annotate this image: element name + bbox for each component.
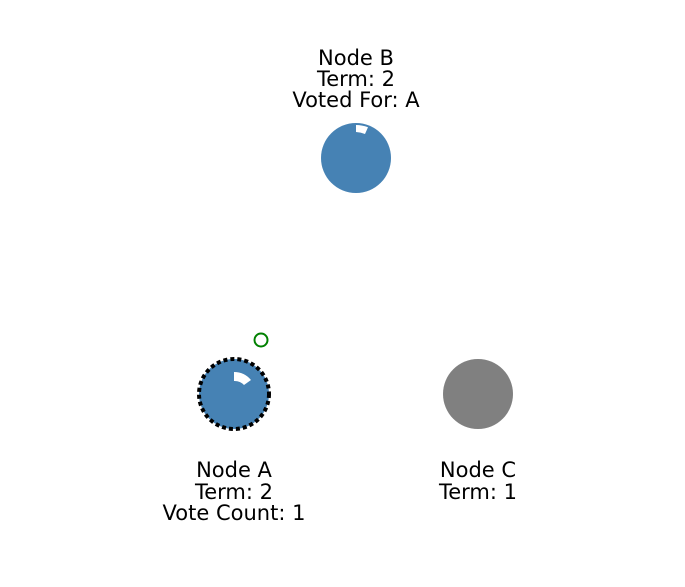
node-b[interactable] <box>321 123 391 193</box>
election-timer-icon <box>356 125 368 134</box>
node-b-term: Term: 2 <box>316 67 395 91</box>
node-c-name: Node C <box>440 458 516 482</box>
node-c[interactable] <box>443 359 513 429</box>
election-timer-icon <box>234 371 251 385</box>
node-a-vote-count: Vote Count: 1 <box>163 501 306 525</box>
node-a-circle[interactable] <box>197 357 271 431</box>
node-a[interactable] <box>197 357 271 431</box>
node-a-label: Node A Term: 2 Vote Count: 1 <box>163 458 306 525</box>
node-b-name: Node B <box>318 46 394 70</box>
node-c-label: Node C Term: 1 <box>438 458 517 504</box>
node-c-term: Term: 1 <box>438 480 517 504</box>
node-b-circle[interactable] <box>321 123 391 193</box>
node-a-term: Term: 2 <box>194 480 273 504</box>
node-c-circle[interactable] <box>443 359 513 429</box>
node-b-label: Node B Term: 2 Voted For: A <box>292 46 420 112</box>
node-a-name: Node A <box>196 458 272 482</box>
rpc-message <box>253 332 269 348</box>
node-b-voted-for: Voted For: A <box>292 88 420 112</box>
